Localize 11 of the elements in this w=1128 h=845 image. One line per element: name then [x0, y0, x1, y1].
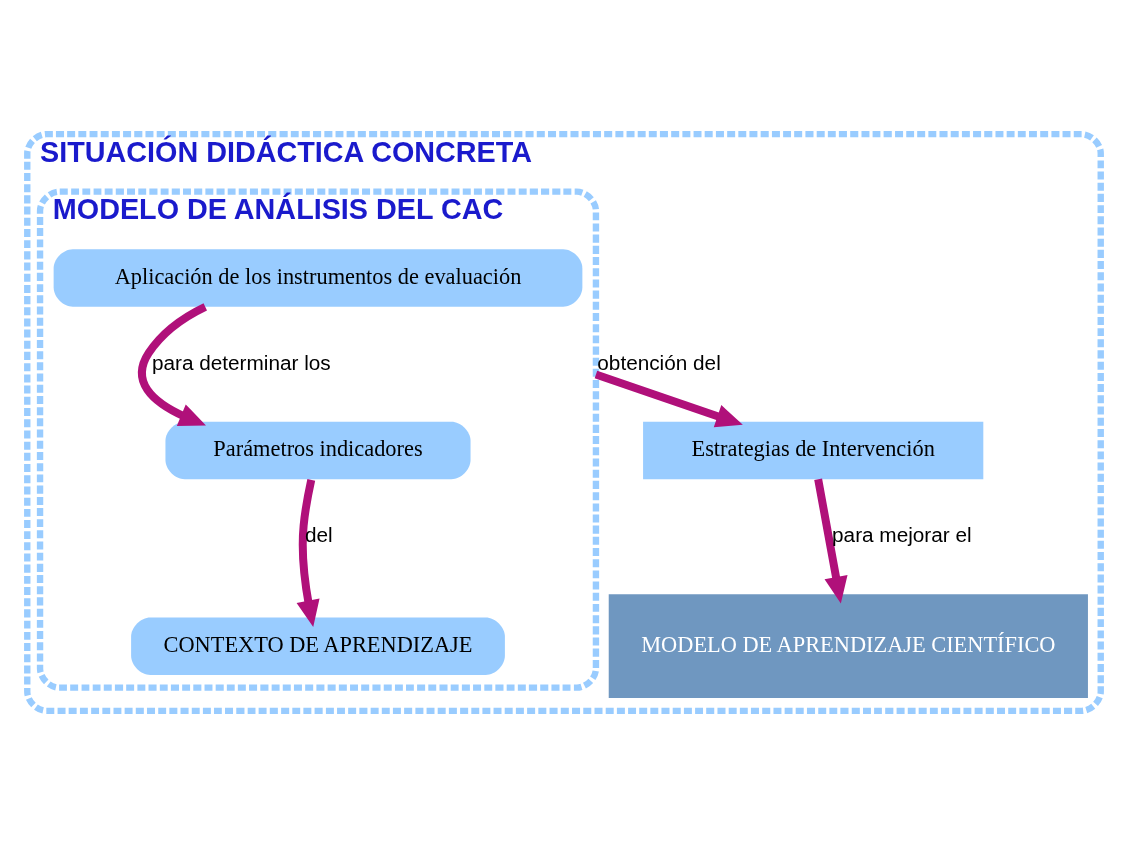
- arrow: [594, 370, 743, 428]
- node-box: CONTEXTO DE APRENDIZAJE: [131, 617, 505, 675]
- arrow: [137, 303, 208, 427]
- edge-label: para determinar los: [151, 350, 331, 374]
- node-box: MODELO DE APRENDIZAJE CIENTÍFICO: [608, 594, 1088, 699]
- arrow: [814, 478, 848, 604]
- edge-label: obtención del: [597, 350, 721, 374]
- node-box: Parámetros indicadores: [165, 421, 471, 480]
- node-box: Aplicación de los instrumentos de evaluación: [53, 249, 583, 307]
- node-box: Estrategias de Intervención: [643, 421, 984, 480]
- edge-label: para mejorar el: [832, 523, 972, 547]
